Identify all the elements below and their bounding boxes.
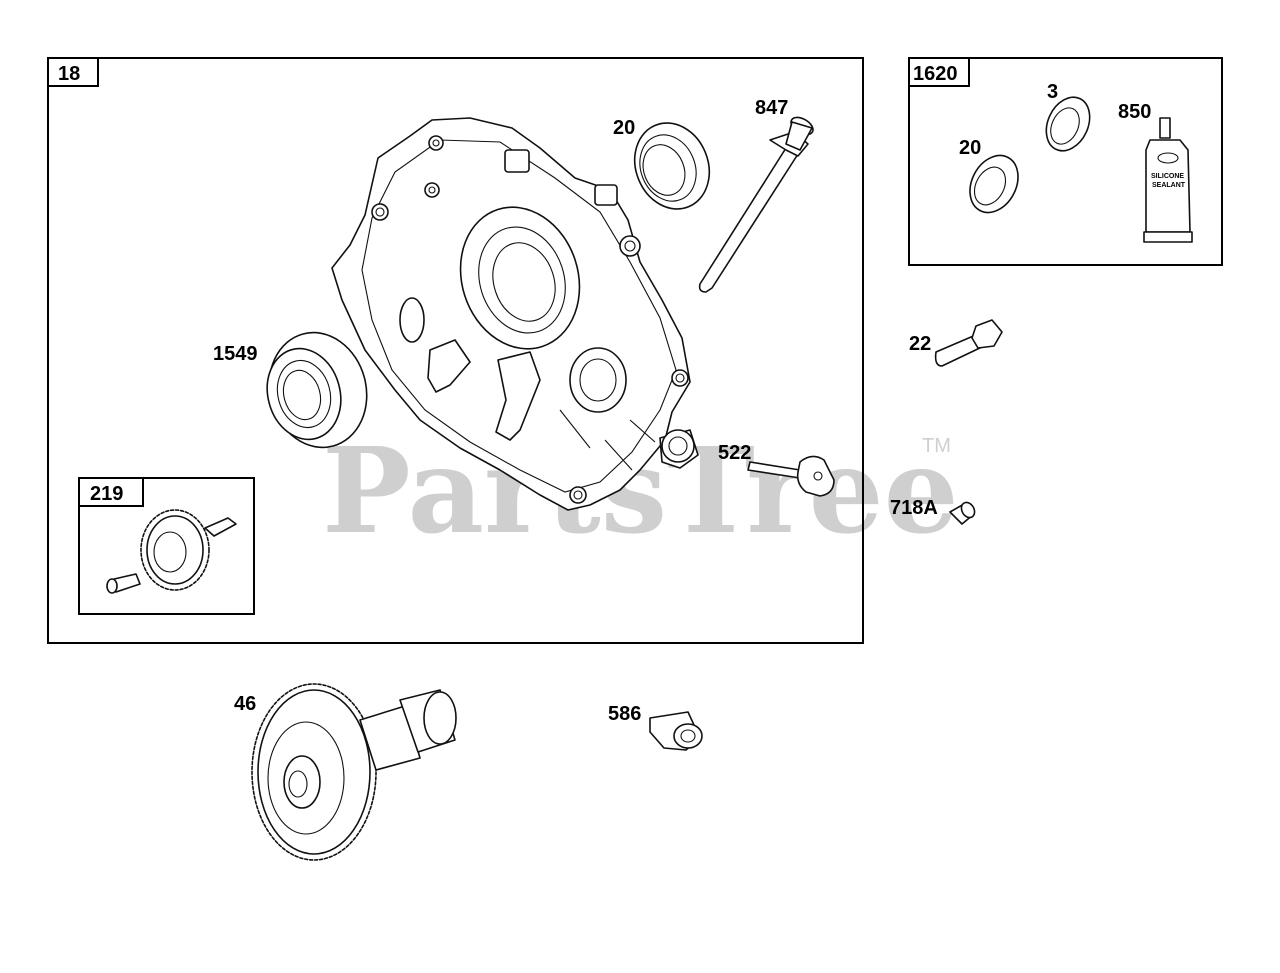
dipstick-522-part[interactable] (747, 455, 835, 497)
callout-22[interactable]: 22 (909, 333, 931, 355)
sealant-tube-850-part[interactable]: SILICONE SEALANT (1143, 117, 1193, 243)
plug-586-part[interactable] (649, 711, 703, 751)
bolt-22-part[interactable] (934, 319, 1003, 367)
group-box-1620[interactable]: 1620 (908, 57, 1223, 266)
group-label-18: 18 (58, 63, 80, 85)
callout-20-upper[interactable]: 20 (613, 117, 635, 139)
callout-20-kit[interactable]: 20 (959, 137, 981, 159)
callout-718a[interactable]: 718A (890, 497, 938, 519)
group-box-18[interactable]: 18 (47, 57, 864, 644)
seal-20-kit-part[interactable] (960, 147, 1027, 221)
group-label-1620: 1620 (913, 63, 958, 85)
callout-3[interactable]: 3 (1047, 81, 1058, 103)
seal-3-part[interactable] (1038, 90, 1098, 158)
dipstick-tube-847-part[interactable] (698, 114, 816, 293)
oil-seal-20-part[interactable] (622, 112, 722, 221)
camshaft-46-part[interactable] (251, 683, 457, 861)
watermark-trademark: TM (922, 435, 951, 457)
sealant-text-line2: SEALANT (1152, 182, 1186, 189)
crankcase-cover-part[interactable] (331, 117, 699, 511)
callout-522[interactable]: 522 (718, 442, 751, 464)
callout-1549[interactable]: 1549 (213, 343, 258, 365)
governor-gear-219-part[interactable] (106, 509, 237, 594)
callout-850[interactable]: 850 (1118, 101, 1151, 123)
group-box-219[interactable]: 219 (78, 477, 255, 615)
group-label-219: 219 (90, 483, 123, 505)
callout-586[interactable]: 586 (608, 703, 641, 725)
sealant-text-line1: SILICONE (1151, 173, 1184, 180)
callout-46[interactable]: 46 (234, 693, 256, 715)
bearing-1549-part[interactable] (257, 322, 380, 459)
dowel-pin-718a-part[interactable] (949, 500, 977, 525)
callout-847[interactable]: 847 (755, 97, 788, 119)
